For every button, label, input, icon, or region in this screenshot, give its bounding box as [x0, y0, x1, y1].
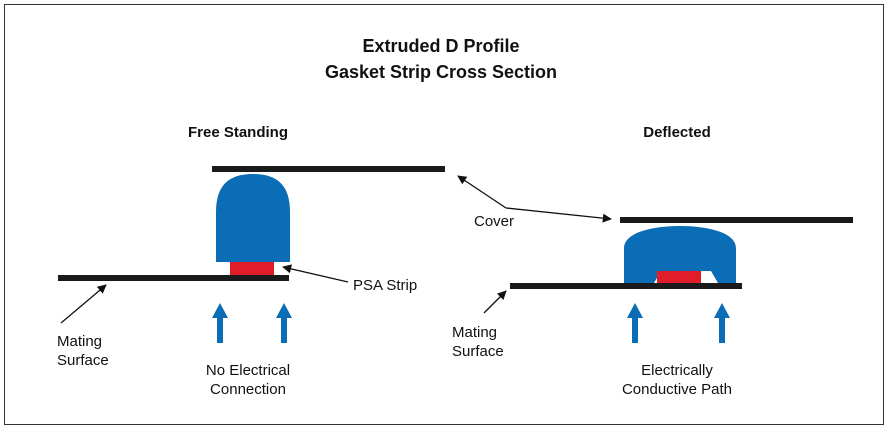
free-standing-mating-surface: [58, 275, 289, 281]
psa-strip-leader: [282, 264, 349, 283]
free-standing-panel: Free Standing PSA Strip Mating Surface N…: [57, 124, 445, 398]
free-standing-mating-label-1: Mating: [57, 333, 102, 350]
deflected-heading: Deflected: [643, 124, 711, 141]
deflected-mating-label-1: Mating: [452, 324, 497, 341]
cover-leader-to-free: [457, 175, 507, 209]
deflected-psa-strip: [657, 271, 701, 283]
free-standing-mating-leader: [60, 284, 107, 324]
cover-leader-to-deflected: [505, 207, 612, 223]
free-standing-arrow-left: [212, 303, 228, 343]
free-standing-result-line-1: No Electrical: [206, 362, 290, 379]
free-standing-psa-strip: [230, 262, 274, 275]
title-line-2: Gasket Strip Cross Section: [325, 62, 557, 82]
free-standing-mating-label-2: Surface: [57, 352, 109, 369]
free-standing-cover: [212, 166, 445, 172]
free-standing-arrow-right: [276, 303, 292, 343]
deflected-mating-surface: [510, 283, 742, 289]
deflected-arrow-right: [714, 303, 730, 343]
diagram-frame: [4, 4, 884, 425]
deflected-result-line-2: Conductive Path: [622, 381, 732, 398]
free-standing-heading: Free Standing: [188, 124, 288, 141]
free-standing-gasket: [216, 174, 290, 262]
deflected-gasket: [624, 226, 736, 283]
free-standing-result-line-2: Connection: [210, 381, 286, 398]
psa-strip-label: PSA Strip: [353, 277, 417, 294]
deflected-mating-label-2: Surface: [452, 343, 504, 360]
title-line-1: Extruded D Profile: [362, 36, 519, 56]
deflected-mating-leader: [483, 290, 507, 314]
deflected-panel: Deflected Cover Mating Surface Electrica…: [452, 124, 853, 398]
deflected-arrow-left: [627, 303, 643, 343]
cover-label: Cover: [474, 213, 514, 230]
deflected-cover: [620, 217, 853, 223]
deflected-result-line-1: Electrically: [641, 362, 713, 379]
